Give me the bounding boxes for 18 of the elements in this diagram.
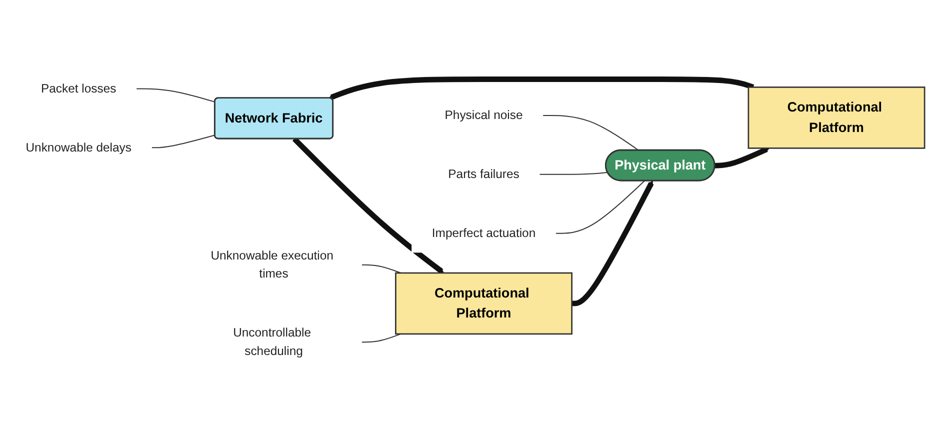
connector <box>556 180 645 234</box>
connector <box>136 88 216 102</box>
connector <box>543 114 639 150</box>
node-text: Unknowable execution times <box>210 248 334 280</box>
node-text: Uncontrollable scheduling <box>233 325 312 358</box>
connector <box>362 264 402 273</box>
arrow <box>328 76 754 100</box>
connector <box>540 171 608 174</box>
arrow <box>572 180 654 306</box>
connector <box>152 134 216 148</box>
node-box: Computational Platform <box>748 86 926 148</box>
node-box: Computational Platform <box>395 272 572 334</box>
node-text: Physical noise <box>444 108 523 122</box>
node-text: Packet losses <box>41 81 116 95</box>
node-text: Parts failures <box>448 166 520 180</box>
arrow <box>714 146 770 168</box>
node-text: Unknowable delays <box>26 140 132 154</box>
connector <box>362 333 402 342</box>
